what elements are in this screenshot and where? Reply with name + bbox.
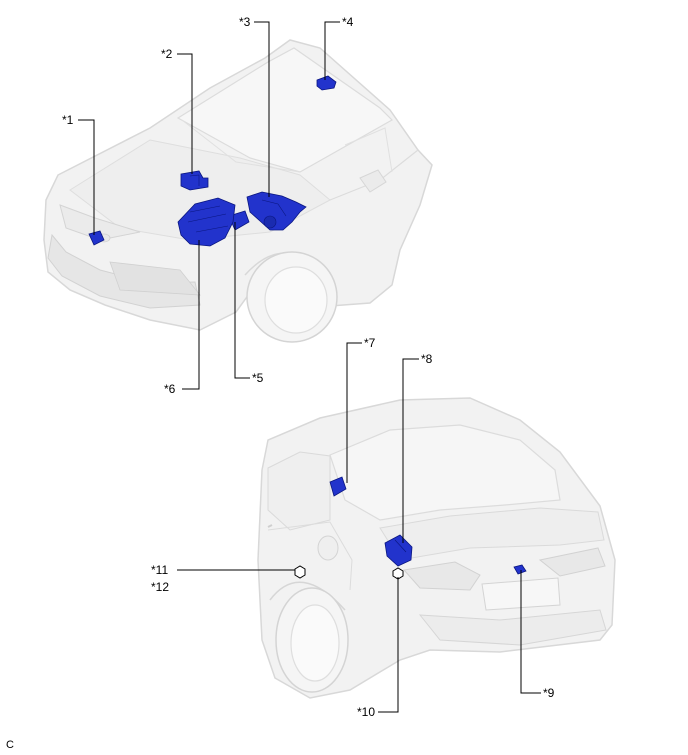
- callout-4: *4: [342, 15, 354, 29]
- component-3: [246, 191, 307, 231]
- leader-line-3: [254, 21, 270, 197]
- leader-lines: [78, 21, 541, 713]
- callout-7: *7: [364, 336, 376, 350]
- rear-vehicle-illustration: [257, 397, 616, 699]
- callout-12: *12: [151, 580, 170, 594]
- leader-line-6: [182, 240, 200, 390]
- leader-line-7: [346, 342, 362, 483]
- leader-line-4: [324, 21, 340, 80]
- callout-3: *3: [239, 15, 251, 29]
- leader-line-2: [177, 53, 193, 174]
- callout-11: *11: [151, 563, 169, 577]
- callout-8: *8: [421, 352, 433, 366]
- leader-line-1: [78, 119, 95, 235]
- leader-line-9: [520, 570, 541, 694]
- leader-line-5: [234, 222, 250, 379]
- component-10-marker: [392, 567, 404, 580]
- component-4: [316, 75, 337, 91]
- callout-9: *9: [543, 686, 555, 700]
- component-6: [177, 197, 236, 247]
- callout-5: *5: [252, 371, 264, 385]
- leader-line-10: [378, 577, 399, 713]
- callout-10: *10: [357, 705, 376, 719]
- component-7: [329, 476, 347, 497]
- component-8: [384, 534, 413, 567]
- component-9: [513, 564, 527, 575]
- callout-1: *1: [62, 113, 74, 127]
- component-11-12-marker: [294, 565, 306, 579]
- component-2: [180, 170, 209, 191]
- callout-2: *2: [161, 47, 173, 61]
- callout-6: *6: [164, 382, 176, 396]
- front-vehicle-illustration: [43, 39, 433, 343]
- diagram-code: C: [6, 739, 14, 751]
- component-1: [88, 230, 105, 246]
- leader-line-8: [402, 358, 419, 543]
